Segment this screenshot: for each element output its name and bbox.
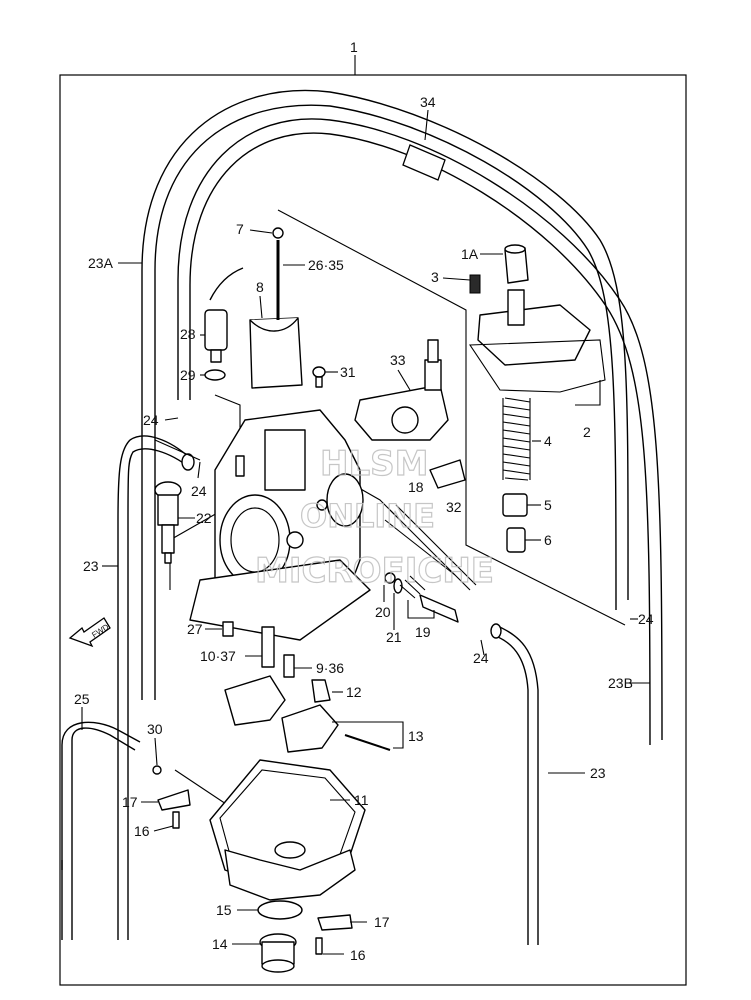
callout-27: 27 [187,621,203,637]
callout-14: 14 [212,936,228,952]
o-ring-15 [257,900,303,920]
hose-clamp-34 [402,144,446,181]
callout-1: 1 [350,39,358,55]
idle-screw-assembly [384,572,459,623]
callout-26-35: 26·35 [308,257,344,273]
callout-4: 4 [544,433,552,449]
callout-20: 20 [375,604,391,620]
watermark-line3: MICROFICHE [255,551,494,591]
bracket-17a [157,789,191,811]
callout-31: 31 [340,364,356,380]
callout-17-right: 17 [374,914,390,930]
float-13 [224,675,391,753]
callout-leaders [81,109,650,955]
pilot-jet-27 [222,621,234,637]
callout-34: 34 [420,94,436,110]
callout-23-left: 23 [83,558,99,574]
screw-31 [312,366,326,388]
callout-7: 7 [236,221,244,237]
top-cap-assembly [468,244,606,393]
callout-24-a: 24 [143,412,159,428]
callout-22: 22 [196,510,212,526]
holder-6 [506,527,526,553]
callout-23A: 23A [88,255,114,271]
drain-plug-14 [259,933,297,973]
callout-17-left: 17 [122,794,138,810]
float-chamber [209,759,366,901]
callout-24-c: 24 [638,611,654,627]
callout-10-37: 10·37 [200,648,236,664]
callout-5: 5 [544,497,552,513]
callout-24-d: 24 [473,650,489,666]
diagram-frame [59,74,687,986]
callout-30: 30 [147,721,163,737]
callout-21: 21 [386,629,402,645]
screw-32 [384,459,477,591]
callout-32: 32 [446,499,462,515]
callout-25: 25 [74,691,90,707]
callout-29: 29 [180,367,196,383]
callout-12: 12 [346,684,362,700]
main-jet [283,654,295,678]
throttle-valve [249,317,303,389]
callout-18: 18 [408,479,424,495]
callout-23-right: 23 [590,765,606,781]
callout-11: 11 [354,792,369,808]
overflow-hoses [61,89,663,945]
callout-13: 13 [408,728,424,744]
callout-24-b: 24 [191,483,207,499]
callout-23B: 23B [608,675,633,691]
carburetor-body [189,409,371,641]
callout-9-36: 9·36 [316,660,344,676]
callout-16-left: 16 [134,823,150,839]
screw-16b [315,937,323,955]
watermark-line2: ONLINE [300,497,435,535]
callout-8: 8 [256,279,264,295]
clip-30 [152,765,162,775]
starter-plunger [204,267,244,381]
adjust-screw-22 [154,481,182,564]
fwd-arrow: FWD [68,617,111,648]
tp-sensor [354,339,449,441]
callout-19: 19 [415,624,431,640]
needle-jet [261,626,275,668]
callout-6: 6 [544,532,552,548]
watermark: HLSM ONLINE MICROFICHE [254,443,494,591]
callout-28: 28 [180,326,196,342]
callout-3: 3 [431,269,439,285]
callout-labels: 1 34 7 26·35 23A 8 28 29 31 33 1A 3 2 4 … [74,39,654,963]
spring-4 [502,397,531,481]
callout-15: 15 [216,902,232,918]
valve-12 [311,679,331,703]
callout-1A: 1A [461,246,479,262]
bracket-17b [317,914,353,931]
screw-16a [172,811,180,829]
jet-needle [272,227,284,320]
callout-16-right: 16 [350,947,366,963]
callout-33: 33 [390,352,406,368]
seal-5 [502,493,528,517]
watermark-line1: HLSM [320,444,428,484]
callout-2: 2 [583,424,591,440]
